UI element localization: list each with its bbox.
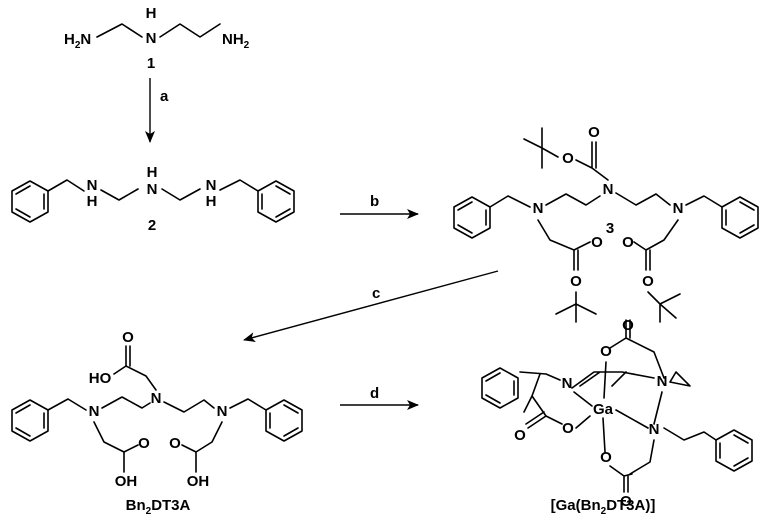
c5-o-left: O (562, 420, 574, 437)
arrow-step-d: d (340, 385, 419, 410)
c4-n-left: N (89, 403, 100, 420)
compound-number-1: 1 (147, 55, 155, 72)
c3-o-top-carbonyl: O (588, 124, 600, 141)
c3-n-right: N (673, 200, 684, 217)
amine-right-label: NH2 (222, 31, 250, 51)
c3-o-left-ester: O (570, 273, 582, 290)
c4-oh-right: OH (187, 473, 210, 490)
c4-oh-left: OH (115, 473, 138, 490)
c3-o-right-carbonyl: O (622, 234, 634, 251)
compound-name-ga-complex: [Ga(Bn2DT3A)] (551, 497, 656, 517)
compound-number-3: 3 (606, 220, 614, 237)
c4-ho-top: HO (89, 370, 112, 387)
c5-n-lower-right: N (649, 421, 660, 438)
compound-number-2: 2 (148, 217, 156, 234)
c5-n-upper-right: N (657, 373, 668, 390)
c5-o-bottom-carbonyl: O (620, 493, 632, 510)
c4-o-top-carbonyl: O (122, 329, 134, 346)
c4-n-right: N (217, 403, 228, 420)
nh-h-label: H (146, 5, 157, 22)
compound-3: N N N O O O O 3 O O (453, 124, 759, 323)
compound-2: N H N H N H 2 (11, 164, 295, 234)
c5-o-top-carbonyl: O (622, 317, 634, 334)
compound-ga-complex: O O N N Ga O O N O O [Ga(Bn2DT3A)] (481, 317, 753, 517)
step-label-c: c (372, 285, 380, 302)
c4-o-right-carbonyl: O (169, 435, 181, 452)
c2-n2: N (147, 181, 158, 198)
step-label-a: a (160, 88, 169, 105)
step-label-b: b (370, 193, 379, 210)
compound-name-bn2dt3a: Bn2DT3A (126, 497, 191, 517)
step-label-d: d (370, 385, 379, 402)
c3-o-top-ester: O (562, 150, 574, 167)
c5-metal-ga: Ga (593, 401, 614, 418)
nh-n-label: N (146, 30, 157, 47)
c3-n-center: N (603, 181, 614, 198)
c4-n-center: N (151, 390, 162, 407)
c2-h3: H (206, 193, 217, 210)
c5-o-bottom: O (600, 449, 612, 466)
arrow-step-b: b (340, 193, 419, 219)
compound-bn2dt3a: N N N O HO O OH O OH Bn2DT3A (11, 329, 303, 517)
c2-h1: H (87, 193, 98, 210)
amine-left-label: H2N (64, 31, 91, 51)
arrow-step-a: a (145, 78, 169, 143)
c2-n1: N (87, 177, 98, 194)
c5-o-top: O (600, 343, 612, 360)
c2-n3: N (206, 177, 217, 194)
c5-n-left: N (562, 375, 573, 392)
c2-h2: H (147, 164, 158, 181)
c4-o-left-carbonyl: O (138, 435, 150, 452)
c3-o-right-ester: O (642, 273, 654, 290)
arrow-step-c: c (243, 270, 499, 342)
c3-o-left-carbonyl: O (591, 234, 603, 251)
c3-n-left: N (533, 200, 544, 217)
compound-1: H2N H N NH2 1 (64, 5, 250, 72)
c5-o-left-carbonyl: O (514, 427, 526, 444)
